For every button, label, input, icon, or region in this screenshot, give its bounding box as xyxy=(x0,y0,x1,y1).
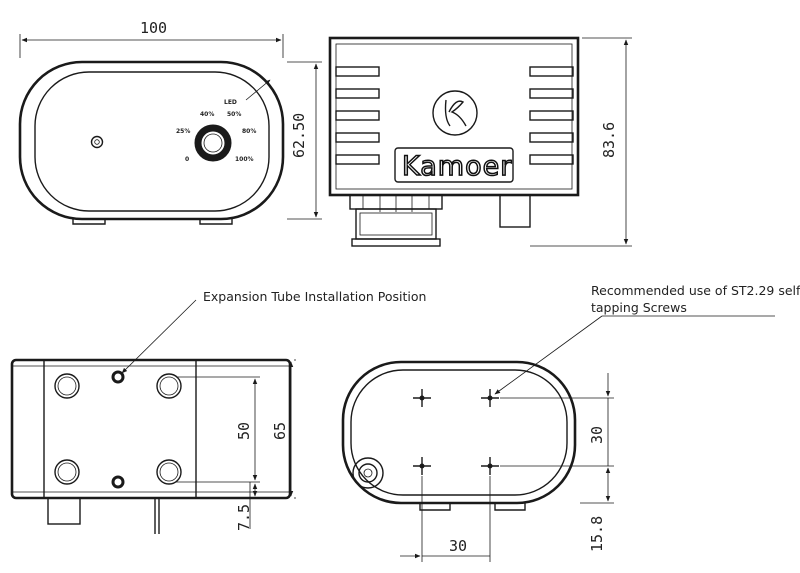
right-vent-slots xyxy=(529,66,574,165)
knob-label-25: 25% xyxy=(176,128,190,135)
bottom-body-inner xyxy=(350,369,568,496)
screws-annotation-line2: tapping Screws xyxy=(591,300,687,315)
screw-mark-top-left xyxy=(413,389,431,407)
front-body-inner xyxy=(34,71,270,212)
bottom-offset-dimension: 15.8 xyxy=(588,516,606,552)
bottom-vertical-dimension: 30 xyxy=(588,426,606,444)
knob-label-80: 80% xyxy=(242,128,256,135)
led-leader-line xyxy=(245,79,271,101)
side-spacing-dimension: 50 xyxy=(235,422,253,440)
top-view: Kamoer 83.6 xyxy=(328,36,632,247)
speed-knob-center xyxy=(203,133,223,153)
expansion-tube-bottom xyxy=(111,475,125,489)
top-height-dimension: 83.6 xyxy=(600,122,618,158)
expansion-tube-annotation: Expansion Tube Installation Position xyxy=(203,289,426,304)
front-view: LED 40% 50% 25% 80% 0 100% 100 62.50 xyxy=(18,19,322,225)
side-hole-top-left xyxy=(54,373,80,399)
led-indicator-icon xyxy=(90,135,104,149)
screw-mark-bottom-left xyxy=(413,457,431,475)
expansion-tube-leader xyxy=(121,299,197,374)
front-height-dimension: 62.50 xyxy=(290,113,308,158)
expansion-tube-top xyxy=(111,370,125,384)
knob-label-0: 0 xyxy=(185,156,189,163)
screws-leader xyxy=(494,315,603,395)
knob-label-led: LED xyxy=(224,99,237,106)
speed-knob-ring xyxy=(194,124,232,162)
side-offset-dimension: 7.5 xyxy=(235,504,253,531)
power-connector xyxy=(499,194,531,228)
side-hole-bottom-right xyxy=(156,459,182,485)
screw-mark-top-right xyxy=(481,389,499,407)
led-indicator-core xyxy=(94,139,100,145)
bottom-outlet xyxy=(352,457,384,489)
bottom-horizontal-dimension: 30 xyxy=(449,537,467,555)
knob-label-100: 100% xyxy=(235,156,254,163)
screw-positions xyxy=(413,389,499,475)
screw-mark-bottom-right xyxy=(481,457,499,475)
side-connector xyxy=(47,497,81,525)
pump-head xyxy=(349,194,443,247)
side-view: Expansion Tube Installation Position 50 … xyxy=(10,289,426,534)
kamoer-logo-icon xyxy=(432,90,478,136)
top-body xyxy=(328,36,580,197)
left-vent-slots xyxy=(335,66,380,165)
knob-label-40: 40% xyxy=(200,111,214,118)
bottom-body-outer xyxy=(341,360,577,505)
knob-label-50: 50% xyxy=(227,111,241,118)
side-hole-bottom-left xyxy=(54,459,80,485)
front-width-dimension: 100 xyxy=(140,19,167,37)
side-hole-top-right xyxy=(156,373,182,399)
front-body-outer xyxy=(18,60,285,221)
side-height-dimension: 65 xyxy=(271,422,289,440)
bottom-view: Recommended use of ST2.29 self tapping S… xyxy=(341,283,800,562)
brand-plate xyxy=(394,147,514,183)
front-foot-right xyxy=(199,219,233,225)
front-foot-left xyxy=(72,219,106,225)
brand-name: Kamoer xyxy=(402,151,512,182)
screws-annotation-line1: Recommended use of ST2.29 self xyxy=(591,283,800,298)
